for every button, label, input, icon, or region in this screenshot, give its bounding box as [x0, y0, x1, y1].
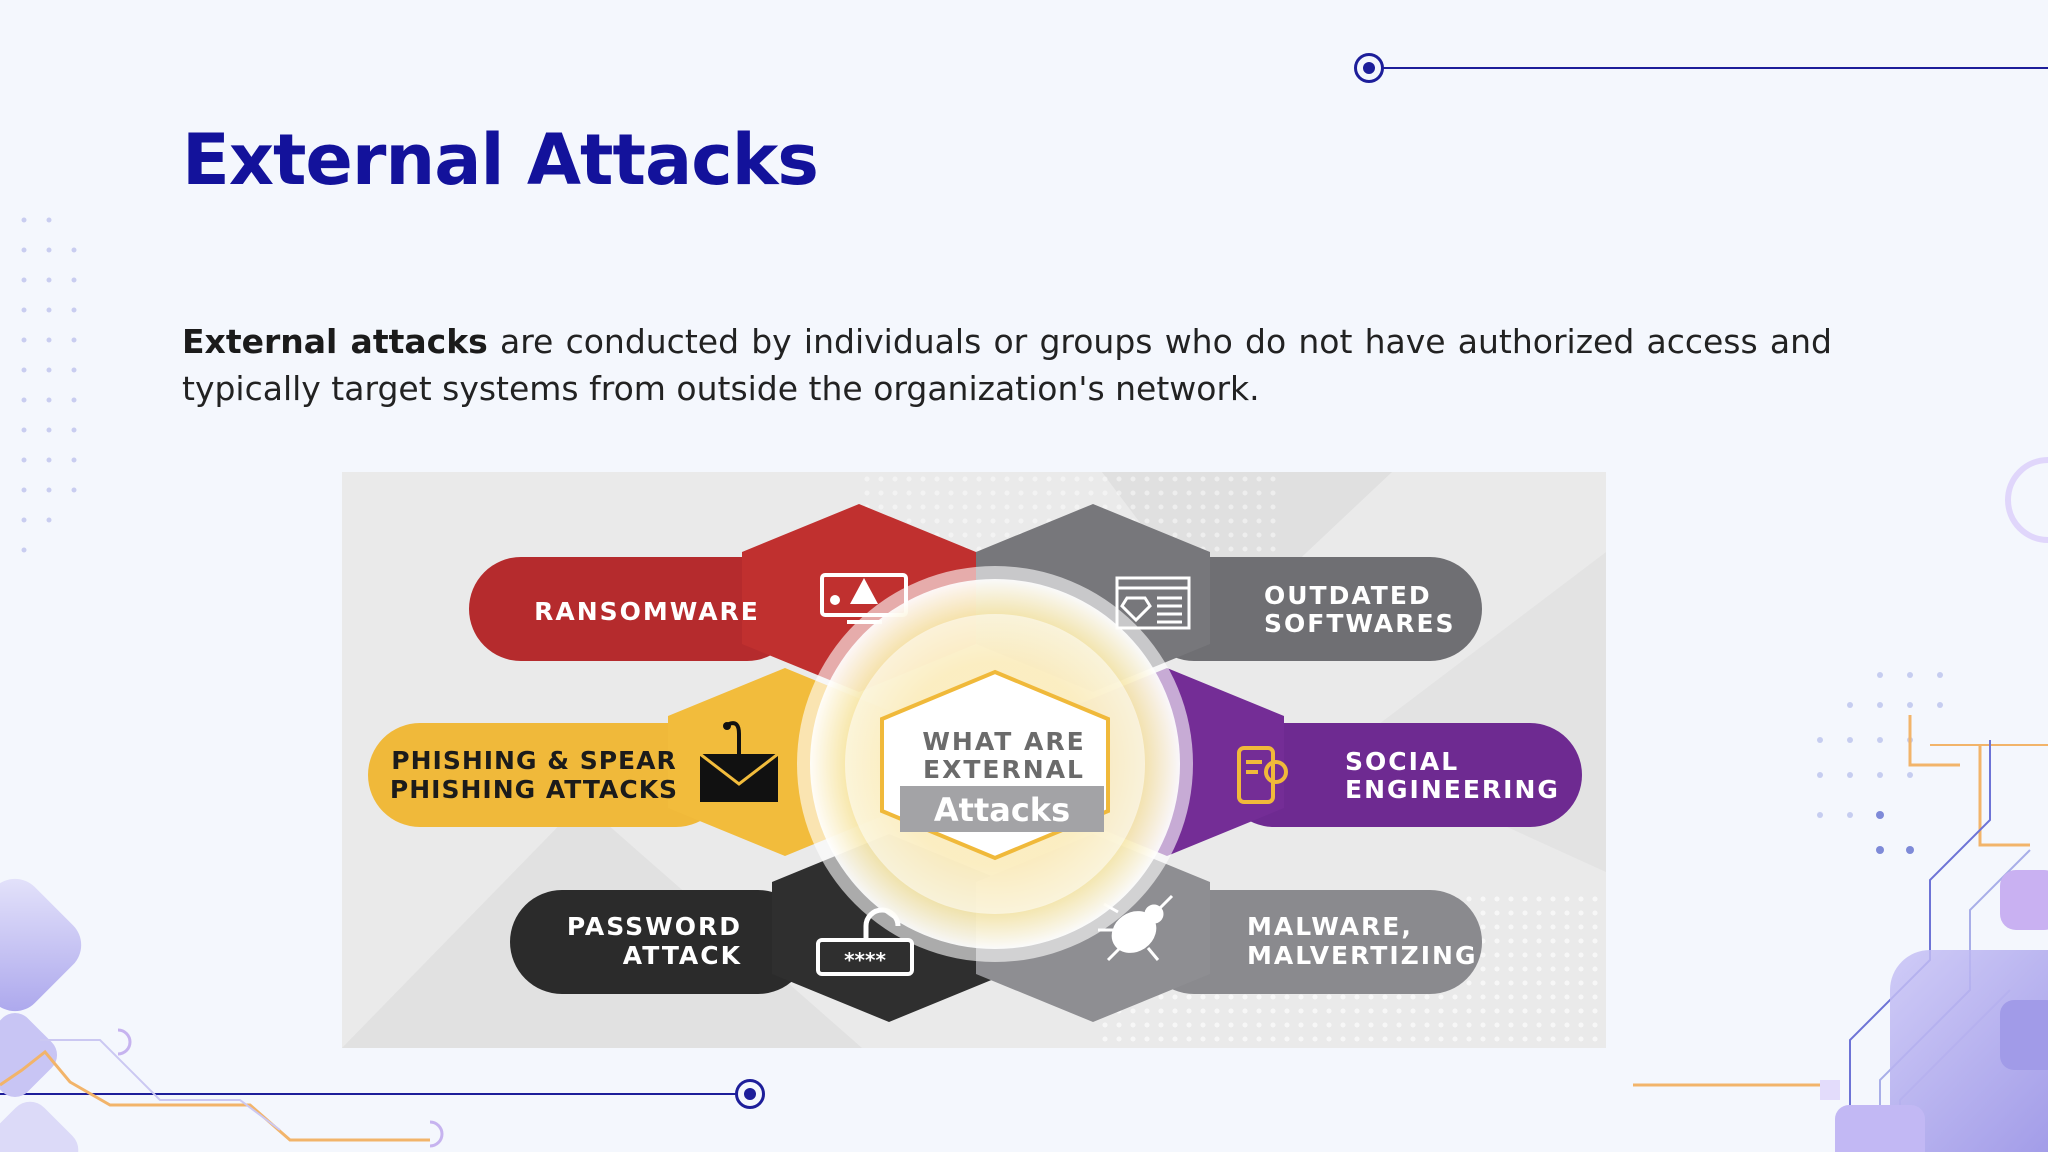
- center-hub: WHAT ARE EXTERNAL Attacks: [797, 566, 1193, 962]
- social-pill: [1222, 723, 1582, 827]
- ransomware-pill: [469, 557, 799, 661]
- intro-bold-term: External attacks: [182, 322, 488, 361]
- outdated-pill: [1142, 557, 1482, 661]
- center-label-box: [900, 786, 1104, 832]
- intro-paragraph: External attacks are conducted by indivi…: [182, 318, 1832, 412]
- ransomware-label-0: RANSOMWARE: [534, 597, 760, 626]
- phishing-label-1: PHISHING ATTACKS: [390, 775, 678, 804]
- phishing-label-0: PHISHING & SPEAR: [391, 746, 676, 775]
- password-pill: [510, 890, 810, 994]
- phishing-pill: [368, 723, 728, 827]
- top-connector-line: [1368, 67, 2048, 69]
- attack-malware: MALWARE, MALVERTIZING: [976, 834, 1482, 1022]
- bug-icon: [1098, 894, 1174, 962]
- center-line-2: EXTERNAL: [923, 755, 1085, 784]
- malware-label-1: MALVERTIZING: [1247, 941, 1478, 970]
- decor-bottom-left: [0, 878, 444, 1152]
- decor-right-circuit: [1633, 457, 2048, 1152]
- external-attacks-infographic: RANSOMWARE OUTDATED SOFTWARES PHISHING &…: [342, 472, 1606, 1048]
- software-window-icon: [1115, 576, 1191, 630]
- intro-text: are conducted by individuals or groups w…: [182, 322, 1832, 408]
- password-label-0: PASSWORD: [567, 912, 742, 941]
- center-line-1: WHAT ARE: [922, 727, 1085, 756]
- social-label-0: SOCIAL: [1345, 747, 1459, 776]
- social-label-1: ENGINEERING: [1345, 775, 1560, 804]
- bottom-connector-line: [0, 1093, 750, 1095]
- top-connector-node: [1354, 53, 1384, 83]
- slide-title: External Attacks: [182, 119, 819, 201]
- bottom-connector-node: [735, 1079, 765, 1109]
- center-line-3: Attacks: [934, 791, 1070, 829]
- svg-text:****: ****: [844, 948, 886, 972]
- outdated-label-0: OUTDATED: [1264, 581, 1432, 610]
- dot-grid-left: [21, 217, 77, 553]
- malware-pill: [1142, 890, 1482, 994]
- malware-label-0: MALWARE,: [1247, 912, 1413, 941]
- phone-gear-icon: [1237, 746, 1288, 804]
- envelope-hook-icon: [699, 721, 779, 802]
- password-label-1: ATTACK: [623, 941, 742, 970]
- outdated-label-1: SOFTWARES: [1264, 609, 1456, 638]
